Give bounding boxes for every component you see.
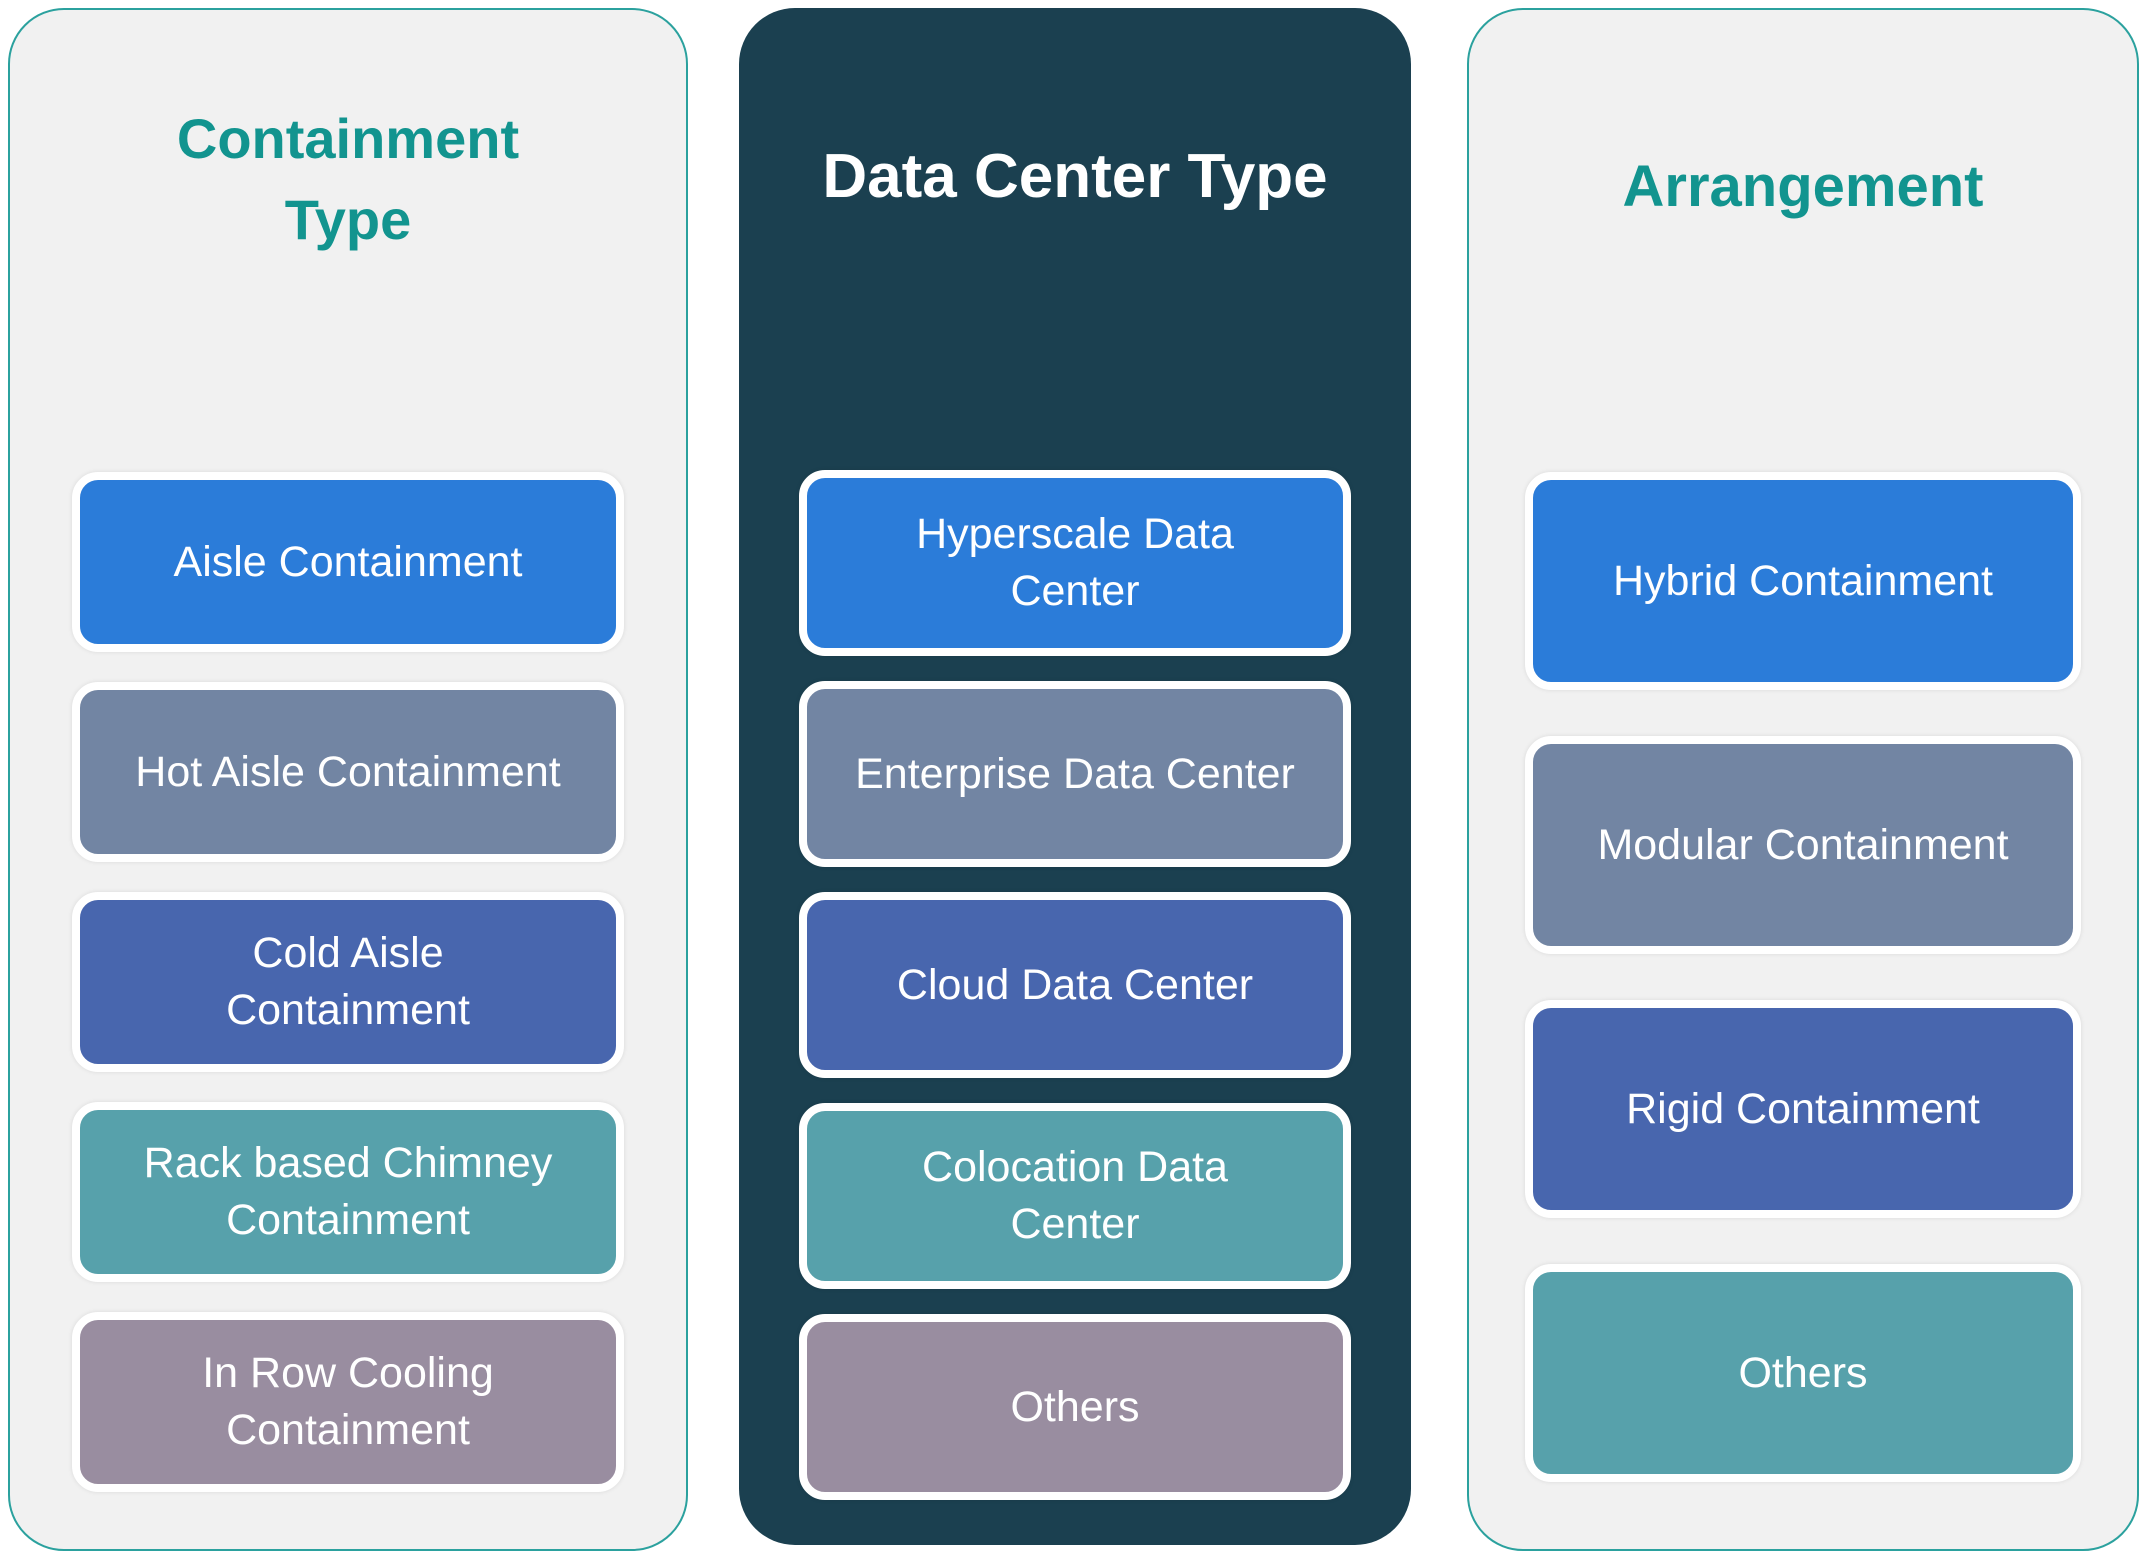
box-enterprise-data-center: Enterprise Data Center [799, 681, 1351, 867]
box-in-row-cooling-containment: In Row Cooling Containment [72, 1312, 624, 1492]
box-rigid-containment: Rigid Containment [1525, 1000, 2081, 1218]
arrangement-box-stack: Hybrid Containment Modular Containment R… [1469, 472, 2137, 1482]
box-modular-containment: Modular Containment [1525, 736, 2081, 954]
box-others-data-center: Others [799, 1314, 1351, 1500]
box-hot-aisle-containment: Hot Aisle Containment [72, 682, 624, 862]
data-center-type-box-stack: Hyperscale Data Center Enterprise Data C… [739, 470, 1411, 1500]
panel-containment-type: Containment Type Aisle Containment Hot A… [8, 8, 688, 1551]
panel-title-containment-type: Containment Type [176, 107, 520, 252]
panel-data-center-type: Data Center Type Hyperscale Data Center … [739, 8, 1411, 1545]
box-others-arrangement: Others [1525, 1264, 2081, 1482]
box-rack-based-chimney-containment: Rack based Chimney Containment [72, 1102, 624, 1282]
box-colocation-data-center: Colocation Data Center [799, 1103, 1351, 1289]
box-cold-aisle-containment: Cold Aisle Containment [72, 892, 624, 1072]
box-cloud-data-center: Cloud Data Center [799, 892, 1351, 1078]
box-hyperscale-data-center: Hyperscale Data Center [799, 470, 1351, 656]
box-hybrid-containment: Hybrid Containment [1525, 472, 2081, 690]
panel-arrangement: Arrangement Hybrid Containment Modular C… [1467, 8, 2139, 1551]
panel-title-arrangement: Arrangement [1622, 154, 1984, 219]
containment-type-box-stack: Aisle Containment Hot Aisle Containment … [10, 472, 686, 1492]
panel-title-data-center-type: Data Center Type [822, 142, 1328, 211]
box-aisle-containment: Aisle Containment [72, 472, 624, 652]
